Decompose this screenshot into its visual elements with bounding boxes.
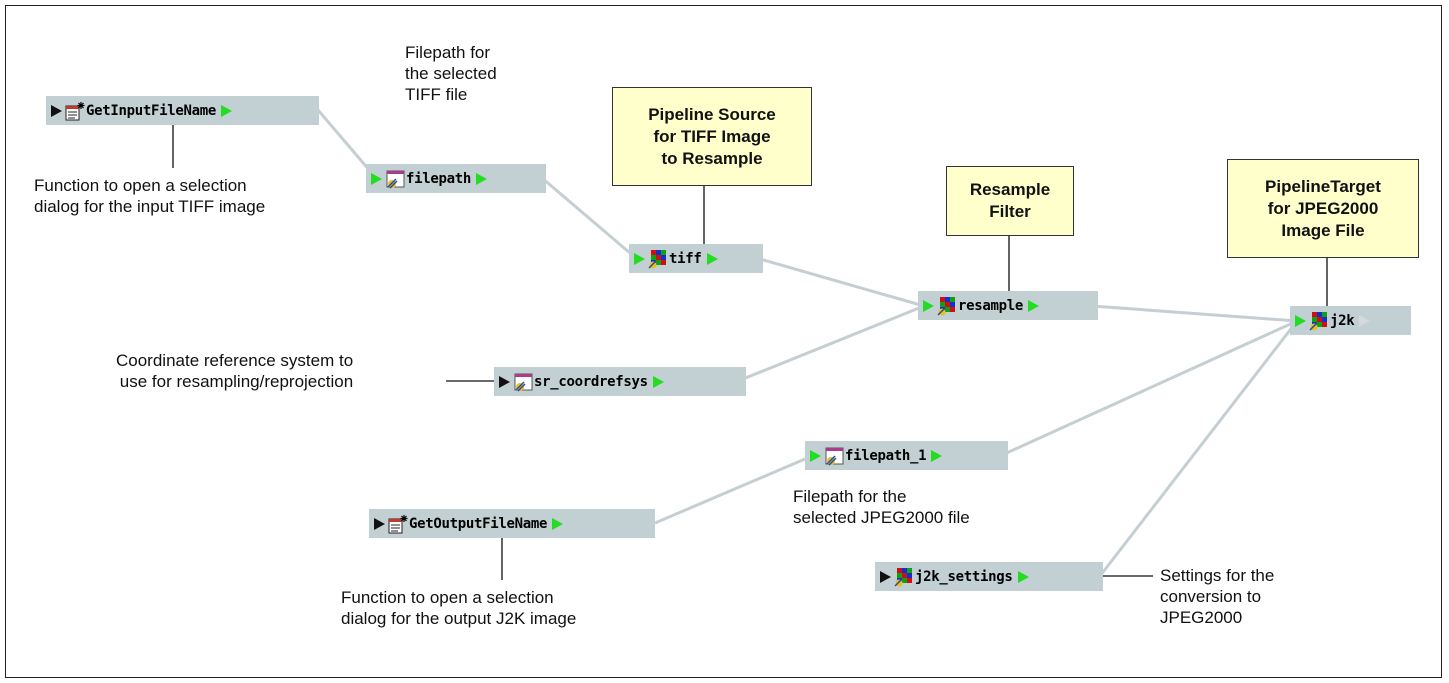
note-line: conversion to [1160,587,1262,606]
callout-line: Resample [969,180,1051,199]
string-window-icon [386,170,405,189]
note-line: Function to open a selection [34,176,247,195]
node-label: filepath [406,170,472,187]
node-get-input-file-name[interactable]: GetInputFileName [46,96,319,125]
note-line: Filepath for the [793,487,907,506]
callout-line: to Resample [661,148,763,168]
raster-grid-icon [894,567,912,587]
input-port-icon[interactable] [499,375,510,388]
node-label: j2k [1330,312,1355,329]
output-port-icon[interactable] [706,252,718,265]
wire-tiff-resample [759,257,925,308]
wire-settings-j2k [1098,320,1299,577]
callout-pipeline-source: Pipeline Source for TIFF Image to Resamp… [612,87,812,186]
node-j2k[interactable]: j2k [1290,306,1411,335]
note-coordrefsys: Coordinate reference system to use for r… [116,350,353,392]
note-line: JPEG2000 [1160,608,1243,627]
input-port-icon[interactable] [923,299,934,312]
input-port-icon[interactable] [880,570,891,583]
wire-resample-j2k [1091,304,1298,323]
note-line: the selected [405,64,497,83]
wire-crs-resample [737,304,925,383]
output-port-icon[interactable] [1017,570,1029,583]
callout-line: Pipeline Source [648,104,776,124]
input-port-icon[interactable] [810,449,821,462]
wire-getoutput-filepath1 [654,454,813,525]
note-line: use for resampling/reprojection [119,372,354,391]
note-output-function: Function to open a selection dialog for … [341,587,576,629]
node-label: GetInputFileName [86,102,217,119]
note-line: Filepath for [405,43,491,62]
output-port-icon[interactable] [476,172,488,185]
note-line: Function to open a selection [341,588,554,607]
callout-line: for JPEG2000 [1267,198,1379,218]
note-filepath-1: Filepath for the selected JPEG2000 file [793,486,970,528]
node-label: j2k_settings [915,568,1013,585]
note-input-function: Function to open a selection dialog for … [34,175,265,217]
note-line: TIFF file [405,85,468,104]
wire-filepath-tiff [541,176,638,261]
node-sr-coordrefsys[interactable]: sr_coordrefsys [494,367,746,396]
raster-grid-icon [937,296,955,316]
node-label: filepath_1 [845,447,927,464]
node-label: tiff [669,250,702,267]
input-port-icon[interactable] [51,104,62,117]
raster-grid-icon [1309,311,1327,331]
raster-grid-icon [648,249,666,269]
node-tiff[interactable]: tiff [629,244,763,273]
callout-line: for TIFF Image [653,126,771,146]
output-port-icon [1359,314,1371,327]
input-port-icon[interactable] [634,252,645,265]
input-port-icon[interactable] [374,517,385,530]
string-window-icon [514,373,533,392]
note-line: Settings for the [1160,566,1275,585]
node-j2k-settings[interactable]: j2k_settings [875,562,1103,591]
callout-line: Image File [1281,220,1365,240]
note-line: Coordinate reference system to [116,351,354,370]
wire-filepath1-j2k [999,319,1298,458]
callout-line: PipelineTarget [1265,176,1381,196]
function-sheet-icon [65,101,85,120]
input-port-icon[interactable] [1295,314,1306,327]
output-port-icon[interactable] [652,375,664,388]
function-sheet-icon [388,514,408,533]
callout-pipeline-target: PipelineTarget for JPEG2000 Image File [1227,159,1419,258]
node-label: resample [958,297,1024,314]
node-label: GetOutputFileName [409,515,548,532]
note-j2k-settings: Settings for the conversion to JPEG2000 [1160,565,1274,628]
output-port-icon[interactable] [552,517,564,530]
note-line: dialog for the output J2K image [341,609,577,628]
diagram-frame [5,5,1442,678]
string-window-icon [825,447,844,466]
note-line: dialog for the input TIFF image [34,197,266,216]
output-port-icon[interactable] [221,104,233,117]
note-line: selected JPEG2000 file [793,508,970,527]
callout-resample-filter: Resample Filter [946,166,1074,236]
output-port-icon[interactable] [1028,299,1040,312]
node-resample[interactable]: resample [918,291,1098,320]
node-get-output-file-name[interactable]: GetOutputFileName [369,509,655,538]
output-port-icon[interactable] [931,449,943,462]
node-label: sr_coordrefsys [534,373,648,390]
node-filepath-1[interactable]: filepath_1 [805,441,1008,470]
input-port-icon[interactable] [371,172,382,185]
node-filepath[interactable]: filepath [366,164,546,193]
note-filepath: Filepath for the selected TIFF file [405,42,497,105]
callout-line: Filter [989,202,1031,221]
